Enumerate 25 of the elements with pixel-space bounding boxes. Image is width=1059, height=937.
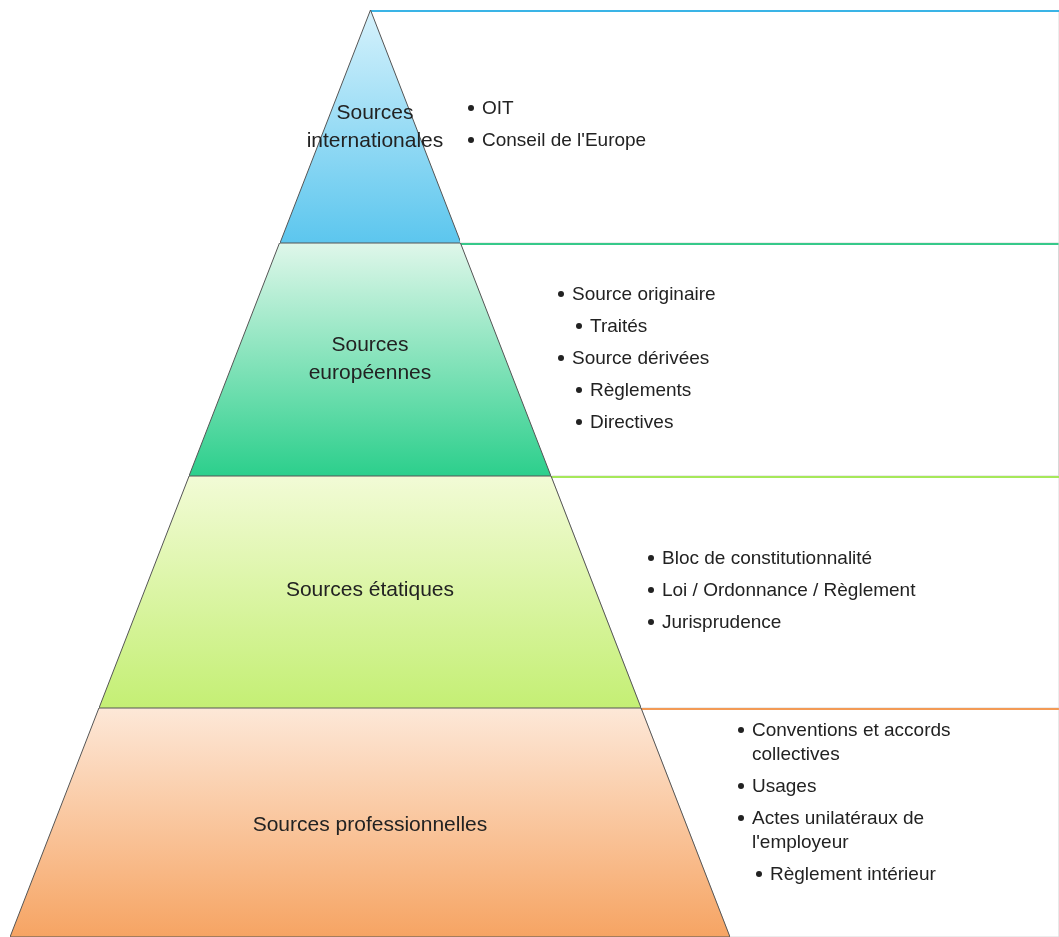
layer-label: Sources professionnelles	[251, 811, 489, 837]
pyramid-layer	[279, 10, 461, 243]
layer-label: Sources internationales	[305, 99, 445, 153]
bullet-item: Règlements	[590, 378, 692, 402]
bullet-item: Règlement intérieur	[770, 862, 936, 886]
bullet-item: Bloc de constitutionnalité	[662, 546, 873, 570]
text-panel	[641, 708, 1059, 937]
text-panel	[460, 243, 1059, 476]
bullet-item: Traités	[590, 314, 648, 338]
text-panel	[550, 476, 1059, 708]
bullet-item: Directives	[590, 410, 674, 434]
bullet-item: Usages	[752, 774, 817, 798]
bullet-item: Jurisprudence	[662, 610, 782, 634]
bullet-item: OIT	[482, 96, 514, 120]
pyramid-layer	[10, 708, 730, 937]
pyramid-layer	[98, 476, 642, 708]
bullet-item: Conseil de l'Europe	[482, 128, 647, 152]
bullet-item: Source dérivées	[572, 346, 710, 370]
bullet-item: Actes unilatéraux de l'employeur	[752, 806, 926, 854]
layer-label: Sources européennes	[307, 331, 433, 385]
layer-label: Sources étatiques	[284, 576, 456, 602]
bullet-item: Conventions et accords collectives	[752, 718, 952, 766]
bullet-item: Loi / Ordonnance / Règlement	[662, 578, 916, 602]
bullet-item: Source originaire	[572, 282, 716, 306]
pyramid-layer	[189, 243, 551, 476]
